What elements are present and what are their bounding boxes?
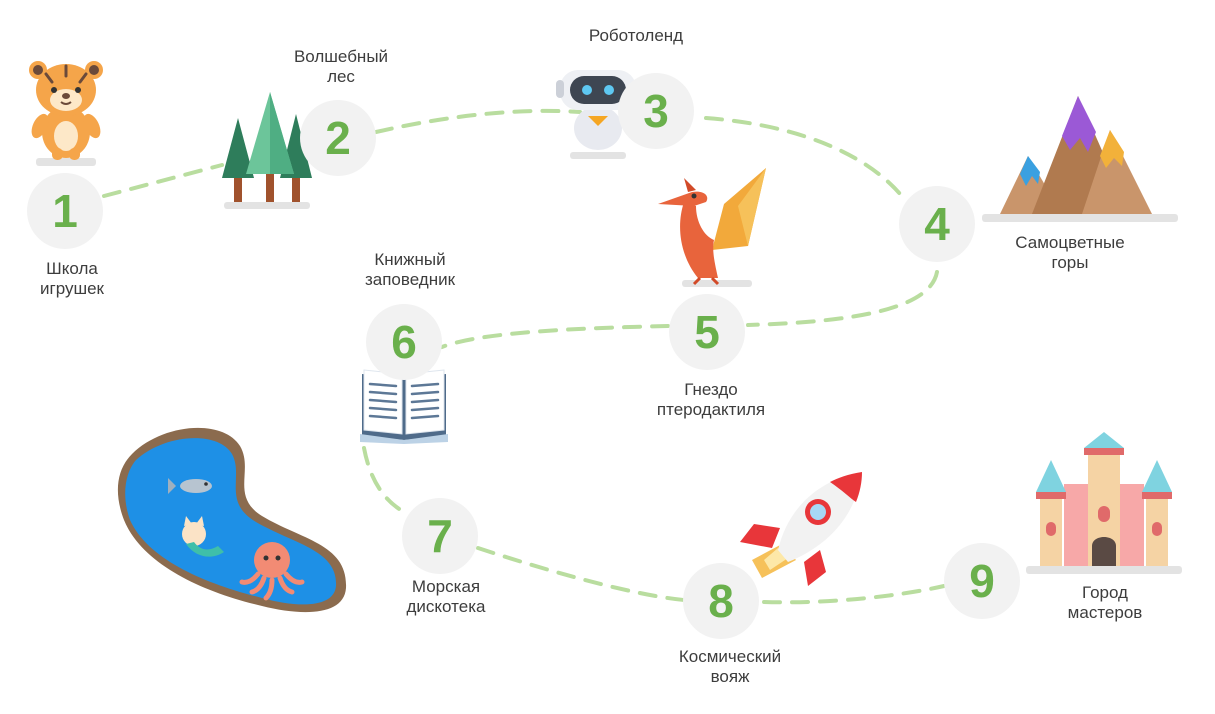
station-2-label: Волшебный лес [293,47,389,86]
station-2-number[interactable]: 2 [300,100,376,176]
pterodactyl-icon [658,168,766,287]
station-3-label: Роботоленд [588,26,684,45]
robot-icon [556,70,640,159]
station-9-number[interactable]: 9 [944,543,1020,619]
station-5-number[interactable]: 5 [669,294,745,370]
station-1-label: Школа игрушек [40,259,104,298]
forest-trees-icon [222,92,312,209]
station-7-label: Морская дискотека [406,577,486,616]
fish-icon [168,478,212,494]
sea-pond-icon [117,427,347,613]
station-8-number[interactable]: 8 [683,563,759,639]
open-book-icon [360,369,448,444]
tiger-toy-icon [29,61,103,166]
station-8-label: Космический вояж [678,647,782,686]
station-1-number[interactable]: 1 [27,173,103,249]
station-4-number[interactable]: 4 [899,186,975,262]
station-9-label: Город мастеров [1067,583,1143,622]
station-6-label: Книжный заповедник [364,250,456,289]
station-6-number[interactable]: 6 [366,304,442,380]
station-5-label: Гнездо птеродактиля [656,380,766,419]
station-3-number[interactable]: 3 [618,73,694,149]
station-4-label: Самоцветные горы [1015,233,1125,272]
mermaid-cat-icon [182,516,224,557]
castle-icon [1026,432,1182,574]
gem-mountains-icon [982,96,1178,222]
rocket-icon [740,472,862,586]
octopus-icon [239,542,305,601]
station-7-number[interactable]: 7 [402,498,478,574]
